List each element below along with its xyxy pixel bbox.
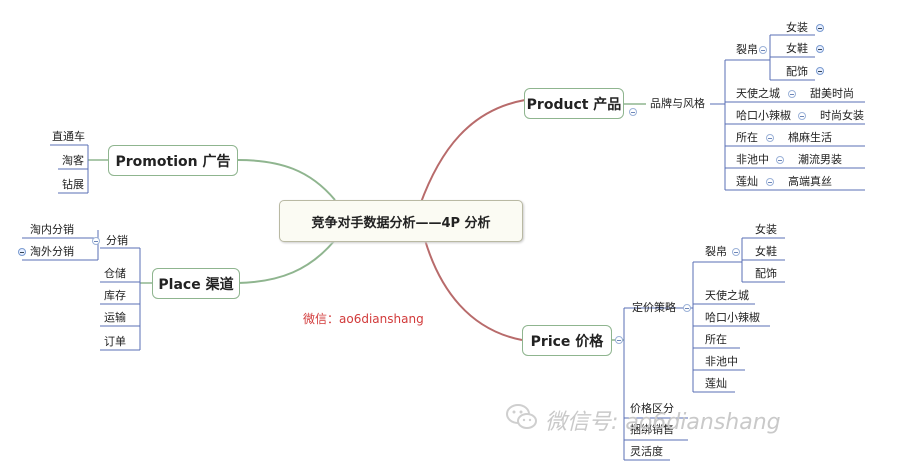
product-style[interactable]: 时尚女装 <box>820 109 864 122</box>
product-brand-style[interactable]: 品牌与风格 <box>650 97 705 110</box>
promotion-node[interactable]: Promotion 广告 <box>108 145 238 176</box>
price-node[interactable]: Price 价格 <box>522 325 612 356</box>
expand-icon[interactable] <box>816 24 824 32</box>
collapse-icon[interactable] <box>629 108 637 116</box>
place-item[interactable]: 运输 <box>104 311 126 324</box>
price-brand[interactable]: 所在 <box>705 333 727 346</box>
wechat-logo-icon <box>506 404 537 429</box>
place-fenxiao-item[interactable]: 淘外分销 <box>30 245 74 258</box>
product-liebo[interactable]: 裂帛 <box>736 43 758 56</box>
product-brand[interactable]: 非池中 <box>736 153 769 166</box>
place-item[interactable]: 仓储 <box>104 267 126 280</box>
price-brand[interactable]: 哈口小辣椒 <box>705 311 760 324</box>
product-node[interactable]: Product 产品 <box>524 88 624 119</box>
price-liebo-item[interactable]: 配饰 <box>755 267 777 280</box>
product-brand[interactable]: 天使之城 <box>736 87 780 100</box>
product-style[interactable]: 甜美时尚 <box>810 87 854 100</box>
price-brand[interactable]: 非池中 <box>705 355 738 368</box>
product-liebo-item[interactable]: 女鞋 <box>786 42 808 55</box>
place-fenxiao-item[interactable]: 淘内分销 <box>30 223 74 236</box>
watermark-text: 微信号: ao6dianshang <box>545 410 781 435</box>
connector-central-product <box>419 99 526 206</box>
wechat-label: 微信： <box>303 312 340 326</box>
collapse-icon[interactable] <box>615 336 623 344</box>
collapse-icon[interactable] <box>776 156 784 164</box>
price-other[interactable]: 价格区分 <box>630 402 674 415</box>
price-brand[interactable]: 天使之城 <box>705 289 749 302</box>
product-brand[interactable]: 哈口小辣椒 <box>736 109 791 122</box>
price-liebo-item[interactable]: 女装 <box>755 223 777 236</box>
product-style[interactable]: 高端真丝 <box>788 175 832 188</box>
place-fenxiao[interactable]: 分销 <box>106 234 128 247</box>
product-style[interactable]: 棉麻生活 <box>788 131 832 144</box>
product-style[interactable]: 潮流男装 <box>798 153 842 166</box>
price-liebo[interactable]: 裂帛 <box>705 245 727 258</box>
place-node[interactable]: Place 渠道 <box>152 268 240 299</box>
promotion-item[interactable]: 直通车 <box>52 130 85 143</box>
collapse-icon[interactable] <box>92 237 100 245</box>
product-brand[interactable]: 所在 <box>736 131 758 144</box>
collapse-icon[interactable] <box>766 178 774 186</box>
collapse-icon[interactable] <box>788 90 796 98</box>
promotion-item[interactable]: 钻展 <box>62 178 84 191</box>
central-topic[interactable]: 竞争对手数据分析——4P 分析 <box>279 200 523 242</box>
product-liebo-item[interactable]: 女装 <box>786 21 808 34</box>
price-other[interactable]: 捆绑销售 <box>630 423 674 436</box>
collapse-icon[interactable] <box>683 304 691 312</box>
place-item[interactable]: 订单 <box>104 335 126 348</box>
collapse-icon[interactable] <box>798 112 806 120</box>
wechat-id: ao6dianshang <box>339 312 424 326</box>
expand-icon[interactable] <box>816 67 824 75</box>
price-strategy[interactable]: 定价策略 <box>632 301 676 314</box>
place-item[interactable]: 库存 <box>104 289 126 302</box>
expand-icon[interactable] <box>18 248 26 256</box>
collapse-icon[interactable] <box>766 134 774 142</box>
collapse-icon[interactable] <box>759 46 767 54</box>
price-liebo-item[interactable]: 女鞋 <box>755 245 777 258</box>
price-other[interactable]: 灵活度 <box>630 445 663 458</box>
collapse-icon[interactable] <box>732 248 740 256</box>
product-brand[interactable]: 莲灿 <box>736 175 758 188</box>
product-liebo-item[interactable]: 配饰 <box>786 65 808 78</box>
price-brand[interactable]: 莲灿 <box>705 377 727 390</box>
expand-icon[interactable] <box>816 45 824 53</box>
wechat-note: 微信：ao6dianshang <box>303 310 424 327</box>
promotion-item[interactable]: 淘客 <box>62 154 84 167</box>
connector-central-price <box>424 239 523 341</box>
connector-central-place <box>237 239 336 284</box>
connector-central-promotion <box>237 159 336 201</box>
